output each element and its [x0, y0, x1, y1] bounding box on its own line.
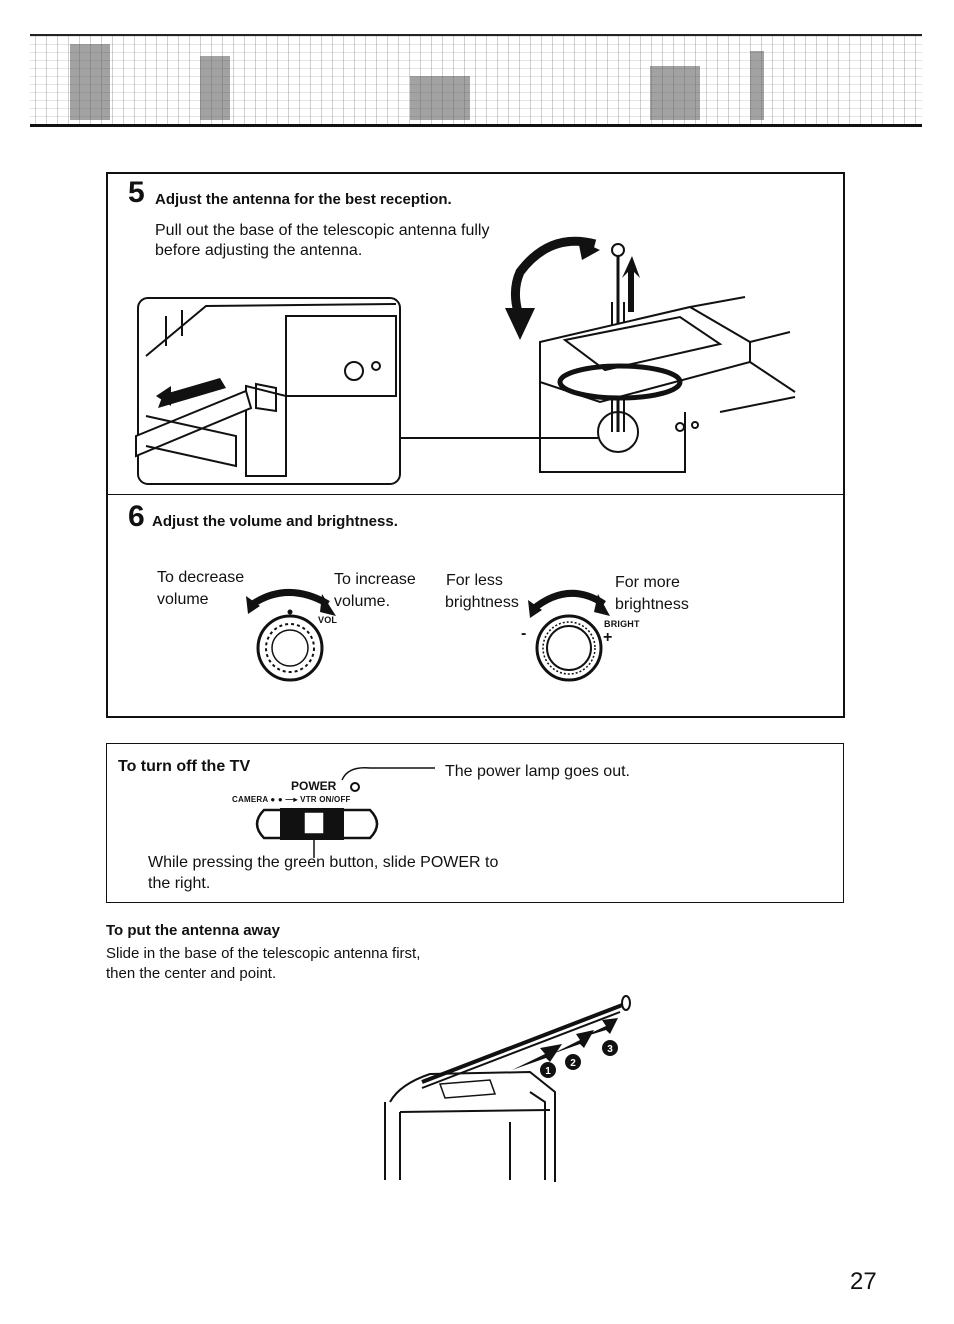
antenna-base-closeup-illustration	[135, 297, 401, 485]
bright-more-line1: For more	[615, 574, 680, 591]
step5-body-line2: before adjusting the antenna.	[155, 242, 363, 259]
vol-decrease-line2: volume	[157, 591, 209, 608]
vol-label: VOL	[318, 615, 338, 625]
bright-less-line1: For less	[446, 572, 503, 589]
antenna-away-line1: Slide in the base of the telescopic ante…	[106, 945, 421, 962]
steps-box	[106, 172, 845, 718]
power-lamp-note: The power lamp goes out.	[445, 763, 630, 780]
step6-number: 6	[128, 500, 145, 533]
steps-divider	[106, 494, 843, 495]
antenna-away-line2: then the center and point.	[106, 965, 277, 982]
step5-title: Adjust the antenna for the best receptio…	[155, 191, 452, 208]
power-label: POWER	[291, 779, 337, 793]
volume-dial-icon	[246, 589, 336, 682]
step6-title: Adjust the volume and brightness.	[152, 513, 398, 530]
turn-off-box	[106, 743, 844, 903]
turn-off-instruction-line2: the right.	[148, 875, 211, 892]
vol-increase-line1: To increase	[334, 571, 416, 588]
turn-off-title: To turn off the TV	[118, 758, 251, 775]
page-number: 27	[850, 1268, 877, 1295]
turn-off-instruction-line1: While pressing the green button, slide P…	[148, 854, 499, 871]
bright-minus: -	[521, 625, 527, 642]
brightness-dial-icon	[528, 589, 610, 682]
vol-decrease-line1: To decrease	[157, 569, 245, 586]
step-marker-2: 2	[570, 1058, 576, 1069]
tv-antenna-illustration	[400, 236, 796, 473]
step-marker-1: 1	[545, 1066, 551, 1077]
antenna-retract-illustration: 1 2 3	[384, 995, 631, 1182]
switch-labels: CAMERA ● ● —▸ VTR ON/OFF	[232, 795, 351, 804]
power-switch-illustration	[255, 767, 435, 858]
step5-number: 5	[128, 176, 145, 209]
bright-less-line2: brightness	[445, 594, 519, 611]
bright-label: BRIGHT	[604, 619, 640, 629]
bright-plus: +	[603, 629, 613, 646]
vol-increase-line2: volume.	[334, 593, 391, 610]
step5-body-line1: Pull out the base of the telescopic ante…	[155, 222, 490, 239]
step-marker-3: 3	[607, 1044, 613, 1055]
header-band	[30, 34, 922, 127]
antenna-away-title: To put the antenna away	[106, 922, 280, 939]
bright-more-line2: brightness	[615, 596, 689, 613]
